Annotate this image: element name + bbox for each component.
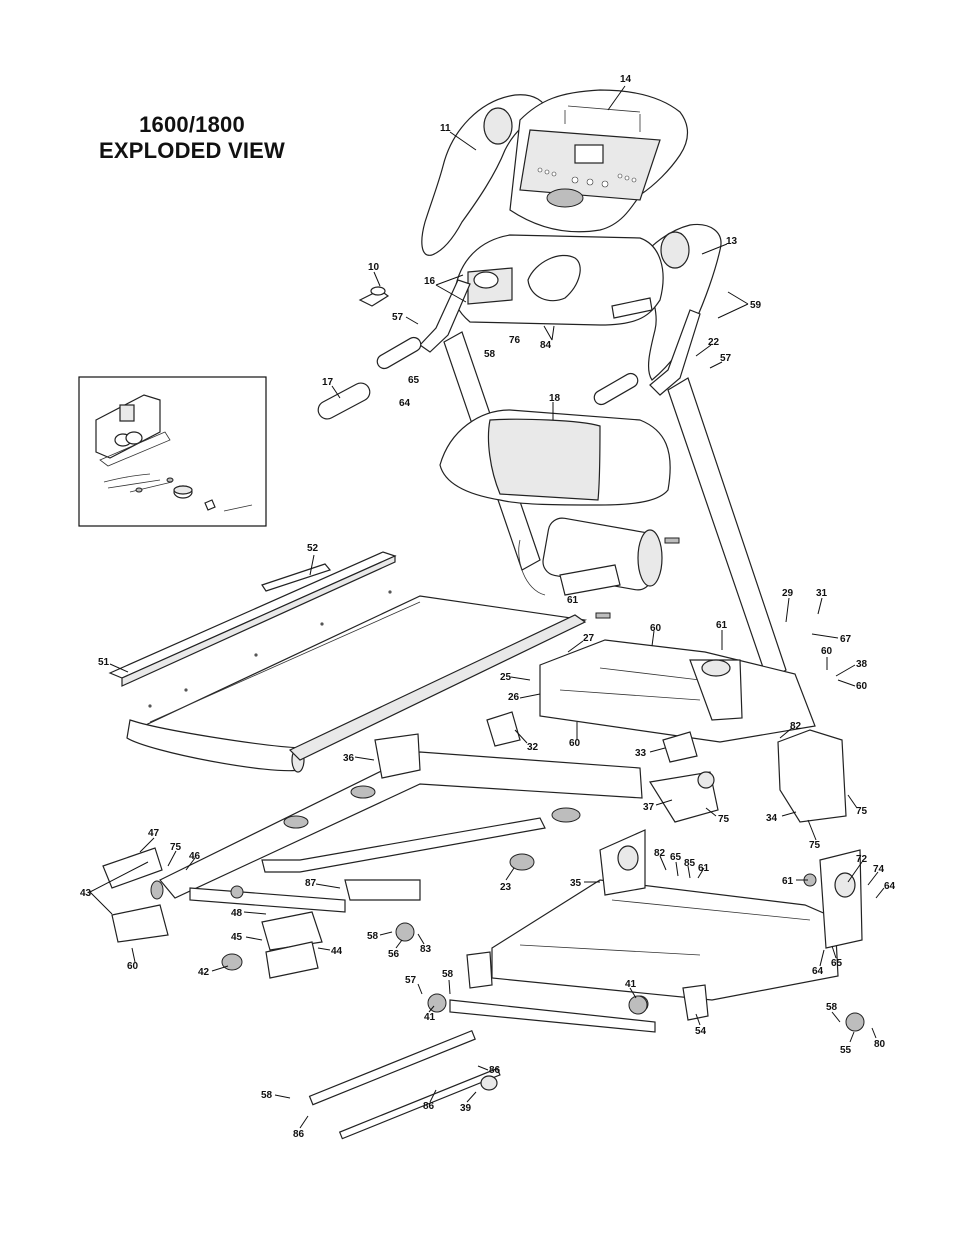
callout-80: 80	[874, 1039, 886, 1050]
callout-87: 87	[305, 878, 317, 889]
callout-60-frame-lower: 60	[569, 738, 581, 749]
callout-65-upright: 65	[408, 375, 420, 386]
callout-32: 32	[527, 742, 539, 753]
title-model-line: 1600/1800	[139, 112, 245, 137]
callout-64-lift: 64	[812, 966, 824, 977]
callout-36: 36	[343, 753, 355, 764]
callout-37: 37	[643, 802, 655, 813]
callout-39: 39	[460, 1103, 472, 1114]
callout-82-frame: 82	[790, 721, 802, 732]
callout-55: 55	[840, 1045, 852, 1056]
callout-61-motor: 61	[567, 595, 579, 606]
callout-64-upright: 64	[399, 398, 411, 409]
callout-18: 18	[549, 393, 561, 404]
front-covers-and-wheels	[102, 847, 865, 1032]
leader-lines	[89, 85, 885, 1129]
callout-59: 59	[750, 300, 762, 311]
callout-57-console: 57	[392, 312, 404, 323]
callout-25: 25	[500, 672, 512, 683]
callout-22: 22	[708, 337, 720, 348]
callout-64-pivot: 64	[884, 881, 896, 892]
callout-43: 43	[80, 888, 92, 899]
callout-31: 31	[816, 588, 828, 599]
callout-29: 29	[782, 588, 794, 599]
callout-23: 23	[500, 882, 512, 893]
callout-74: 74	[873, 864, 885, 875]
callout-labels: 14 11 13 10 16 59 57 58 76 84 22 57 17 6…	[80, 74, 896, 1140]
callout-61-pivot: 61	[782, 876, 794, 887]
callout-75-front: 75	[170, 842, 182, 853]
callout-58-wheel: 58	[367, 931, 379, 942]
callout-54: 54	[695, 1026, 707, 1037]
callout-46: 46	[189, 851, 201, 862]
callout-86-upper: 86	[489, 1065, 501, 1076]
callout-65-lift: 65	[670, 852, 682, 863]
hardware-inset	[78, 376, 267, 527]
diagram-title: 1600/1800 EXPLODED VIEW	[92, 112, 292, 164]
callout-58-console: 58	[484, 349, 496, 360]
callout-75-cover: 75	[809, 840, 821, 851]
lift-frame	[308, 829, 863, 1140]
title-view-line: EXPLODED VIEW	[99, 138, 285, 163]
callout-58-lift: 58	[442, 969, 454, 980]
callout-16: 16	[424, 276, 436, 287]
callout-57-upright: 57	[720, 353, 732, 364]
callout-13: 13	[726, 236, 738, 247]
callout-58-rear: 58	[826, 1002, 838, 1013]
callout-41-left: 41	[424, 1012, 436, 1023]
callout-58-tube: 58	[261, 1090, 273, 1101]
callout-27: 27	[583, 633, 595, 644]
callout-44: 44	[331, 946, 343, 957]
callout-86-middle: 86	[423, 1101, 435, 1112]
base-frame	[159, 639, 847, 913]
callout-86-lower: 86	[293, 1129, 305, 1140]
callout-76: 76	[509, 335, 521, 346]
callout-34: 34	[766, 813, 778, 824]
callout-60-bracket-upper: 60	[821, 646, 833, 657]
callout-45: 45	[231, 932, 243, 943]
callout-51: 51	[98, 657, 110, 668]
callout-60-frame: 60	[650, 623, 662, 634]
mast-and-motor	[439, 331, 787, 683]
callout-42: 42	[198, 967, 210, 978]
callout-48: 48	[231, 908, 243, 919]
callout-60-bracket-lower: 60	[856, 681, 868, 692]
callout-41-right: 41	[625, 979, 637, 990]
callout-11: 11	[440, 123, 451, 134]
callout-75-side: 75	[856, 806, 868, 817]
callout-47: 47	[148, 828, 160, 839]
callout-85: 85	[684, 858, 696, 869]
callout-35: 35	[570, 878, 582, 889]
callout-67: 67	[840, 634, 852, 645]
callout-61-frame: 61	[716, 620, 728, 631]
callout-61-lift: 61	[698, 863, 710, 874]
callout-57-lift: 57	[405, 975, 417, 986]
callout-60-front: 60	[127, 961, 139, 972]
callout-26: 26	[508, 692, 520, 703]
callout-84: 84	[540, 340, 552, 351]
callout-72: 72	[856, 854, 868, 865]
callout-33: 33	[635, 748, 647, 759]
callout-10: 10	[368, 262, 380, 273]
callout-56: 56	[388, 949, 400, 960]
running-deck	[108, 551, 588, 773]
callout-14: 14	[620, 74, 632, 85]
console-assembly	[317, 89, 722, 420]
callout-52: 52	[307, 543, 319, 554]
callout-65-pivot: 65	[831, 958, 843, 969]
callout-82-lift: 82	[654, 848, 666, 859]
callout-38: 38	[856, 659, 868, 670]
callout-83: 83	[420, 944, 432, 955]
callout-17: 17	[322, 377, 334, 388]
callout-75-guard: 75	[718, 814, 730, 825]
